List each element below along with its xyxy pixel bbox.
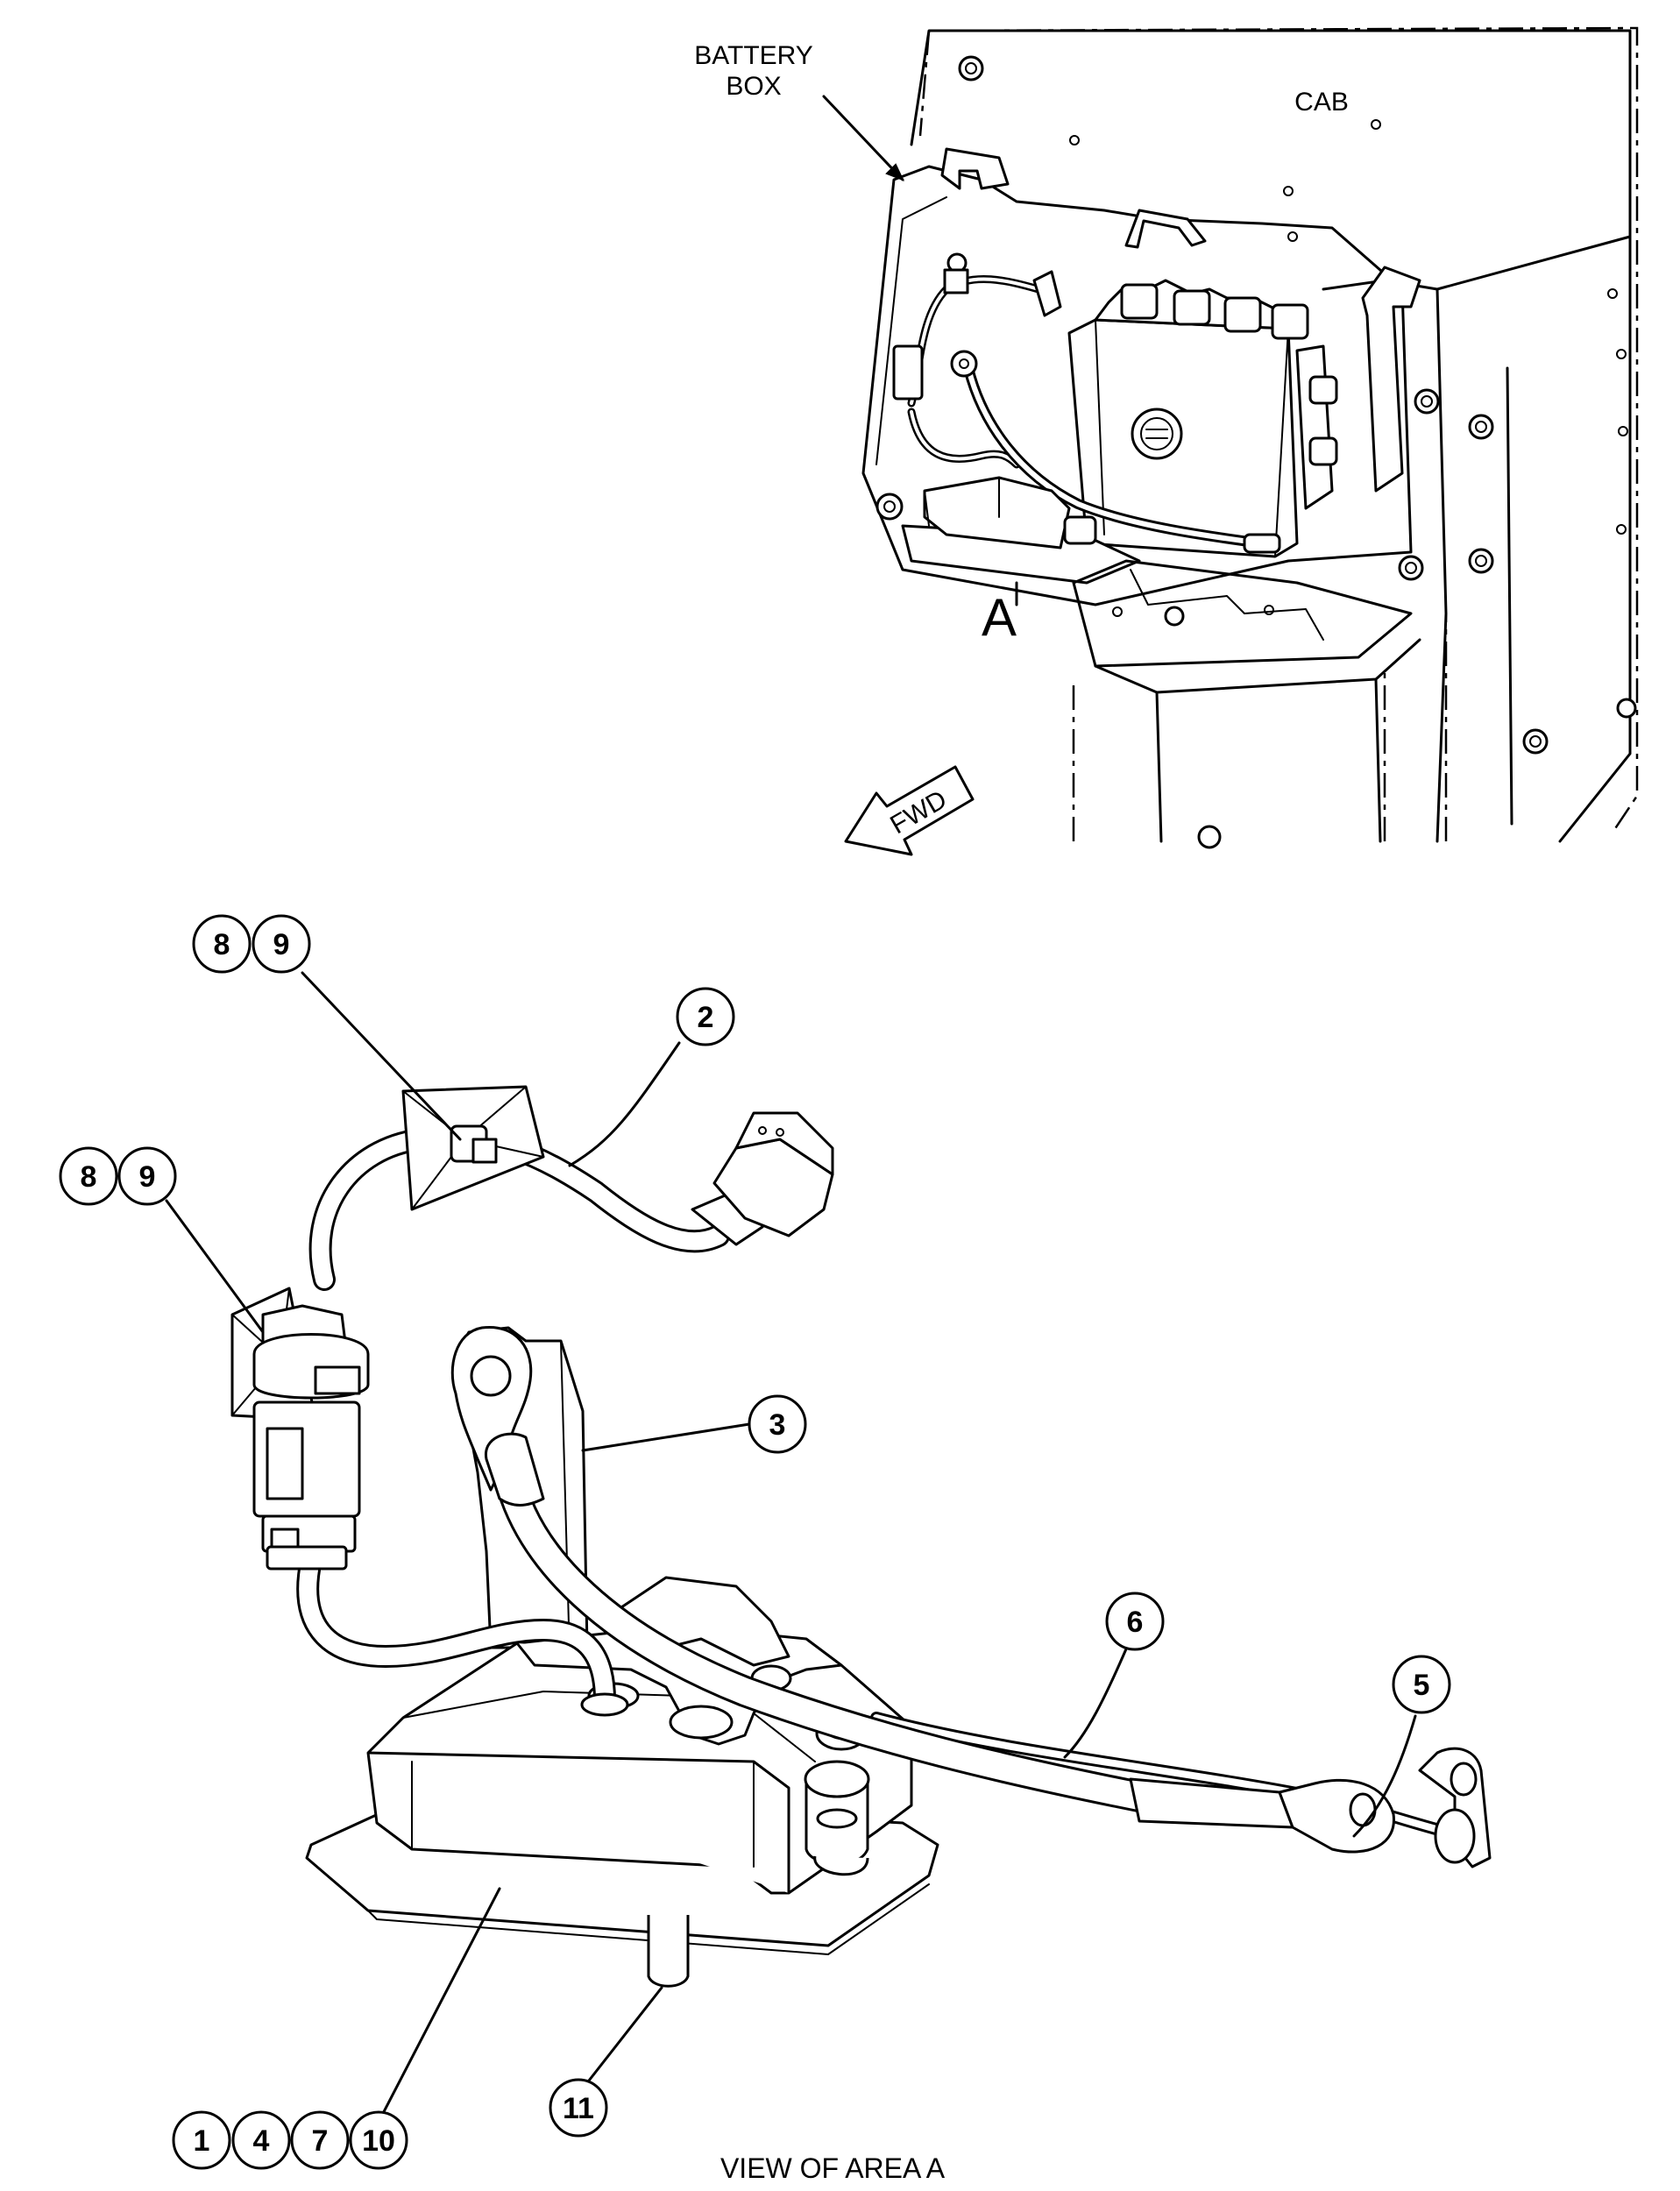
cable-boot	[485, 1432, 545, 1507]
callout-2: 2	[676, 987, 735, 1046]
callout-8-lower: 8	[59, 1146, 118, 1206]
detail-illustration	[230, 1085, 1492, 1988]
svg-text:11: 11	[563, 2092, 594, 2125]
top-bracket	[940, 147, 1010, 190]
callout-10: 10	[349, 2110, 408, 2170]
callout-9-lower: 9	[117, 1146, 177, 1206]
cab-outline-dashed	[918, 26, 1639, 841]
callout-7: 7	[290, 2110, 350, 2170]
svg-text:10: 10	[362, 2124, 395, 2158]
relay-bracket	[1124, 209, 1207, 249]
overview-illustration	[822, 26, 1639, 856]
svg-text:7: 7	[312, 2124, 329, 2158]
svg-text:8: 8	[214, 928, 230, 961]
battery-box-label-line1: BATTERY	[694, 41, 813, 70]
cable-ring-lug	[1278, 1778, 1395, 1854]
callout-9-upper: 9	[252, 914, 311, 974]
battery-box-label-line2: BOX	[726, 72, 781, 101]
side-bracket	[1361, 266, 1421, 493]
svg-text:6: 6	[1127, 1606, 1144, 1639]
svg-text:9: 9	[139, 1160, 156, 1194]
cab-right-wall	[1435, 287, 1513, 843]
svg-text:5: 5	[1414, 1669, 1430, 1702]
floor-panel	[1072, 559, 1413, 668]
relay-module	[1067, 279, 1338, 558]
receptacle-connector	[252, 1304, 370, 1571]
lower-structure	[1094, 638, 1421, 843]
leader-lines	[165, 971, 1417, 2127]
callout-3: 3	[748, 1394, 807, 1454]
callout-4: 4	[231, 2110, 291, 2170]
tie-mount-upper	[401, 1085, 545, 1211]
overview-connector	[892, 344, 924, 401]
shaft-pin	[647, 1915, 690, 1988]
callout-5: 5	[1392, 1655, 1451, 1714]
cab-holes	[1069, 119, 1628, 617]
callouts: 8 9 2 8 9 3 6 5	[59, 914, 1451, 2170]
svg-text:1: 1	[194, 2124, 210, 2158]
bolts	[875, 55, 1637, 849]
callout-11: 11	[549, 2078, 608, 2138]
deutsch-plug	[691, 1111, 834, 1246]
svg-text:9: 9	[273, 928, 290, 961]
svg-text:8: 8	[81, 1160, 97, 1194]
cab-label: CAB	[1294, 88, 1349, 117]
battery-box-leader	[822, 95, 904, 181]
svg-text:4: 4	[253, 2124, 270, 2158]
callout-1: 1	[172, 2110, 231, 2170]
svg-text:2: 2	[698, 1001, 714, 1034]
fwd-arrow	[844, 765, 975, 856]
svg-text:3: 3	[769, 1408, 786, 1442]
overview-disconnect-switch	[901, 476, 1141, 606]
callout-8-upper: 8	[192, 914, 252, 974]
callout-6: 6	[1105, 1592, 1165, 1651]
view-caption: VIEW OF AREA A	[720, 2152, 946, 2184]
area-a-label: A	[982, 588, 1017, 647]
